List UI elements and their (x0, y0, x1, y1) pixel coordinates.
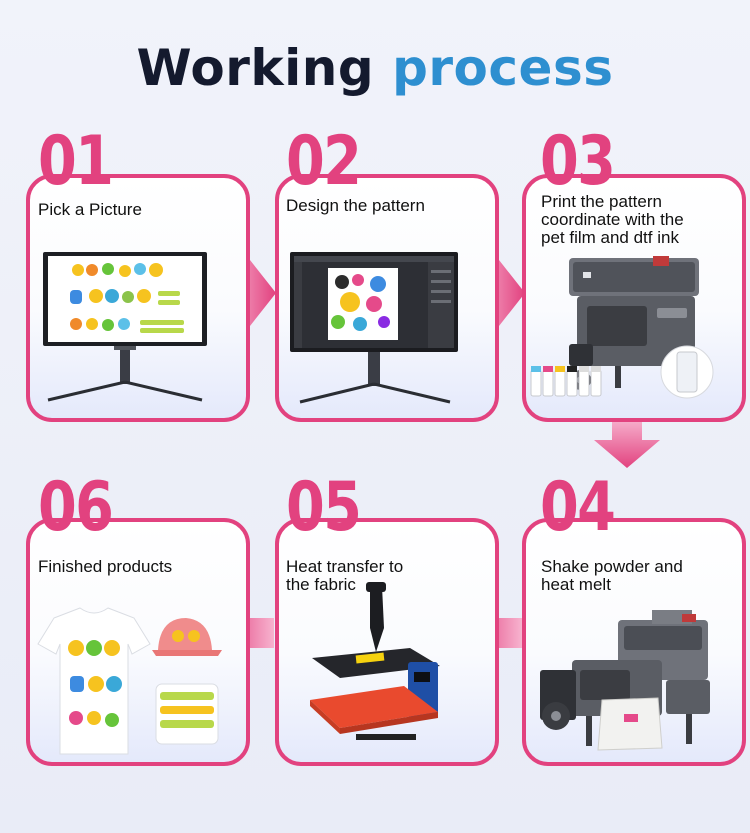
dtf-printer-illustration (530, 256, 714, 399)
step-label-06: Finished products (38, 557, 173, 576)
title-word-working: Working (136, 39, 375, 97)
arrow-right-1 (224, 260, 276, 326)
step-label-04: Shake powder and heat melt (541, 557, 683, 594)
arrow-down (594, 418, 660, 468)
step-number-01: 01 (38, 122, 114, 201)
heat-press-illustration (310, 582, 440, 740)
design-monitor-illustration (290, 252, 458, 404)
step-label-03: Print the pattern coordinate with the pe… (541, 192, 684, 247)
step-label-02: Design the pattern (286, 196, 425, 215)
powder-shaker-illustration (540, 610, 710, 751)
title-word-process: process (392, 39, 614, 97)
step-number-02: 02 (286, 122, 362, 201)
step-label-05: Heat transfer to the fabric (286, 557, 404, 594)
arrow-right-2 (473, 260, 525, 326)
step-number-06: 06 (38, 468, 114, 547)
step-number-05: 05 (286, 468, 362, 547)
page-title: Working process (0, 38, 750, 98)
monitor-illustration (43, 252, 207, 402)
step-label-01: Pick a Picture (38, 200, 142, 219)
step-number-04: 04 (540, 468, 616, 547)
finished-products-illustration (37, 607, 222, 755)
step-number-03: 03 (540, 122, 616, 201)
